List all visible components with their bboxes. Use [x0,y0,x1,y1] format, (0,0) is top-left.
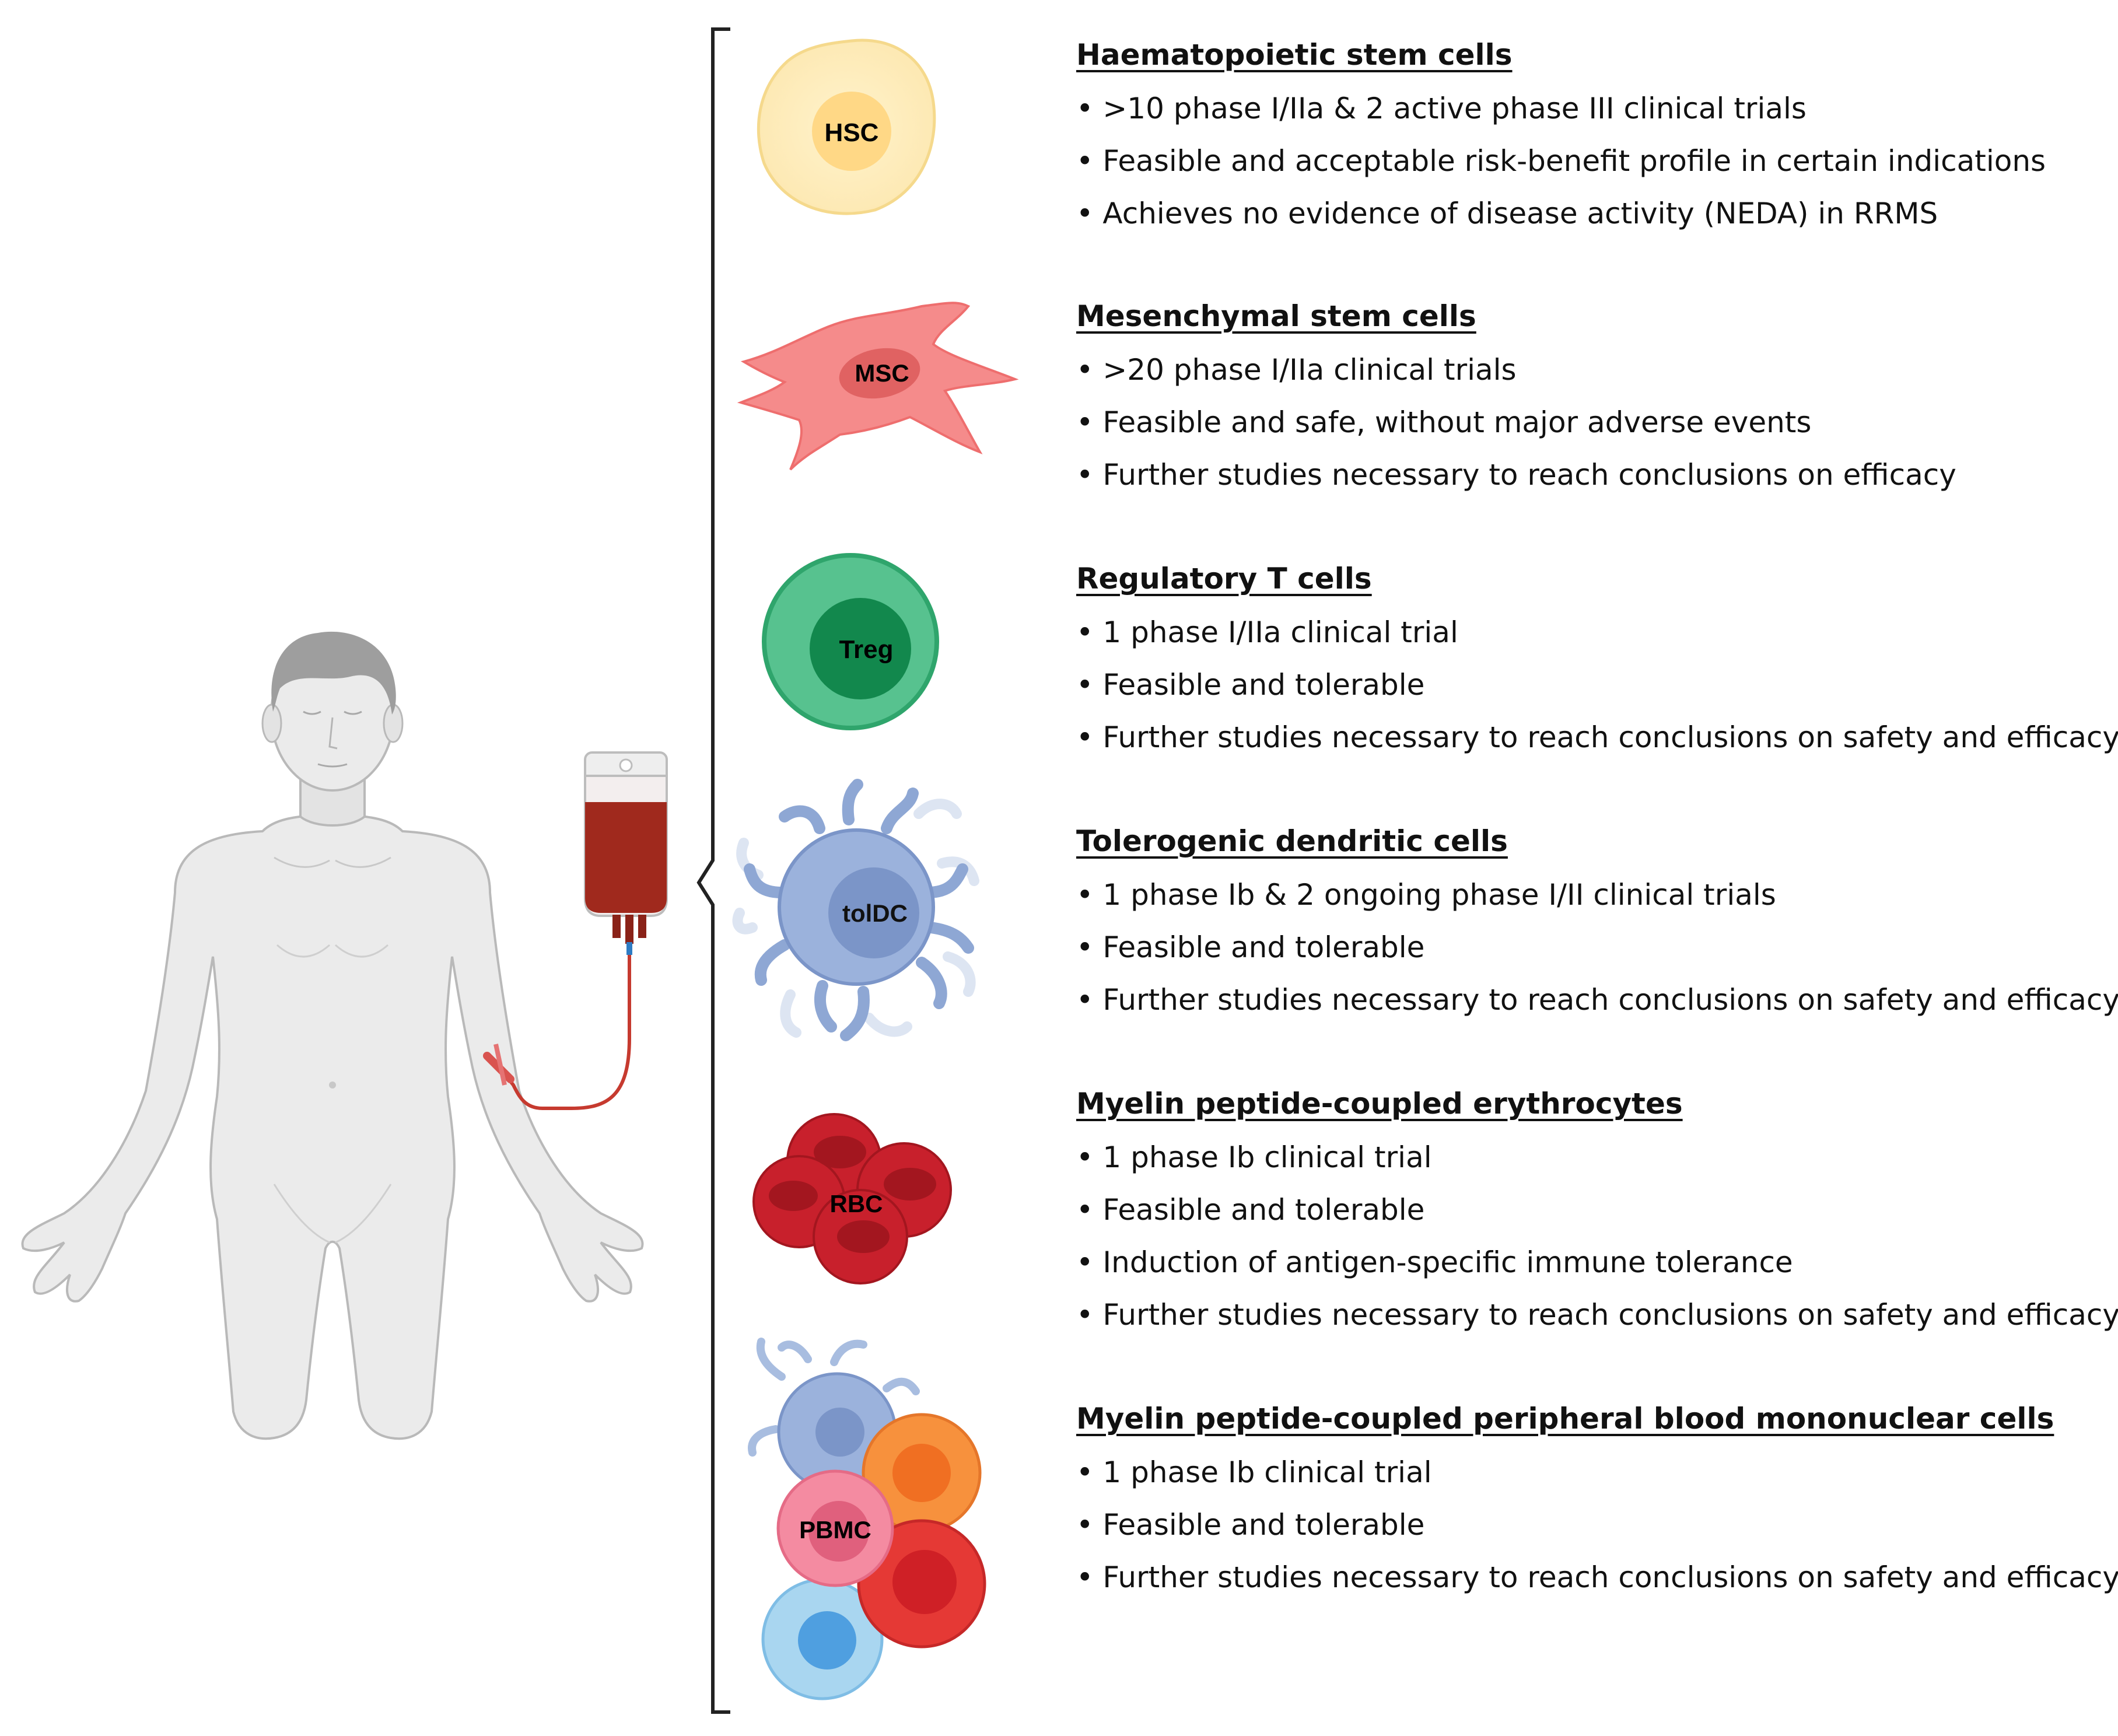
bullet-item: Achieves no evidence of disease activity… [1076,196,2115,231]
iv-line-icon [483,942,632,1110]
bullet-item: Further studies necessary to reach concl… [1076,1560,2118,1595]
rbc-cell-icon: RBC [752,1113,952,1284]
treg-cell-icon: Treg [762,553,939,730]
section-title: Haematopoietic stem cells [1076,38,1513,72]
section-title: Myelin peptide-coupled erythrocytes [1076,1087,1683,1121]
bullet-item: Feasible and tolerable [1076,667,2115,702]
bullet-item: Induction of antigen-specific immune tol… [1076,1245,2115,1280]
hsc-cell-icon: HSC [757,38,936,215]
section-pbmc: Myelin peptide-coupled peripheral blood … [1076,1400,2118,1595]
treg-label: Treg [839,635,894,664]
bullet-item: Further studies necessary to reach concl… [1076,982,2118,1017]
bullet-item: 1 phase Ib clinical trial [1076,1455,2115,1490]
section-title: Tolerogenic dendritic cells [1076,824,1508,858]
section-msc: Mesenchymal stem cells >20 phase I/IIa c… [1076,298,2115,492]
toldc-cell-icon: tolDC [732,779,979,1041]
section-toldc: Tolerogenic dendritic cells 1 phase Ib &… [1076,822,2118,1017]
bullet-item: 1 phase Ib clinical trial [1076,1140,2115,1175]
section-rbc: Myelin peptide-coupled erythrocytes 1 ph… [1076,1085,2118,1332]
toldc-label: tolDC [842,900,908,927]
pbmc-cell-icon: PBMC [748,1338,986,1700]
bullet-item: Further studies necessary to reach concl… [1076,720,2118,755]
bullet-item: Feasible and acceptable risk-benefit pro… [1076,144,2115,178]
bullet-item: Further studies necessary to reach concl… [1076,457,2115,492]
section-title: Regulatory T cells [1076,562,1372,596]
section-title: Myelin peptide-coupled peripheral blood … [1076,1402,2054,1436]
hsc-label: HSC [825,118,879,147]
rbc-label: RBC [830,1190,883,1217]
bullet-item: 1 phase I/IIa clinical trial [1076,615,2115,650]
bullet-item: Feasible and safe, without major adverse… [1076,405,2115,440]
bullet-item: 1 phase Ib & 2 ongoing phase I/II clinic… [1076,877,2115,912]
blood-bag-icon [584,751,668,944]
section-title: Mesenchymal stem cells [1076,299,1476,333]
bullet-item: >10 phase I/IIa & 2 active phase III cli… [1076,91,2115,126]
bullet-item: Feasible and tolerable [1076,1507,2115,1542]
bullet-item: >20 phase I/IIa clinical trials [1076,352,2115,387]
pbmc-label: PBMC [799,1516,871,1544]
section-treg: Regulatory T cells 1 phase I/IIa clinica… [1076,560,2118,755]
msc-label: MSC [855,359,909,387]
bullet-item: Feasible and tolerable [1076,930,2115,965]
human-body-icon [21,631,644,1440]
bullet-item: Further studies necessary to reach concl… [1076,1297,2118,1332]
bracket-icon [696,27,730,1714]
bullet-item: Feasible and tolerable [1076,1192,2115,1227]
msc-cell-icon: MSC [737,302,1019,471]
section-hsc: Haematopoietic stem cells >10 phase I/II… [1076,36,2115,231]
